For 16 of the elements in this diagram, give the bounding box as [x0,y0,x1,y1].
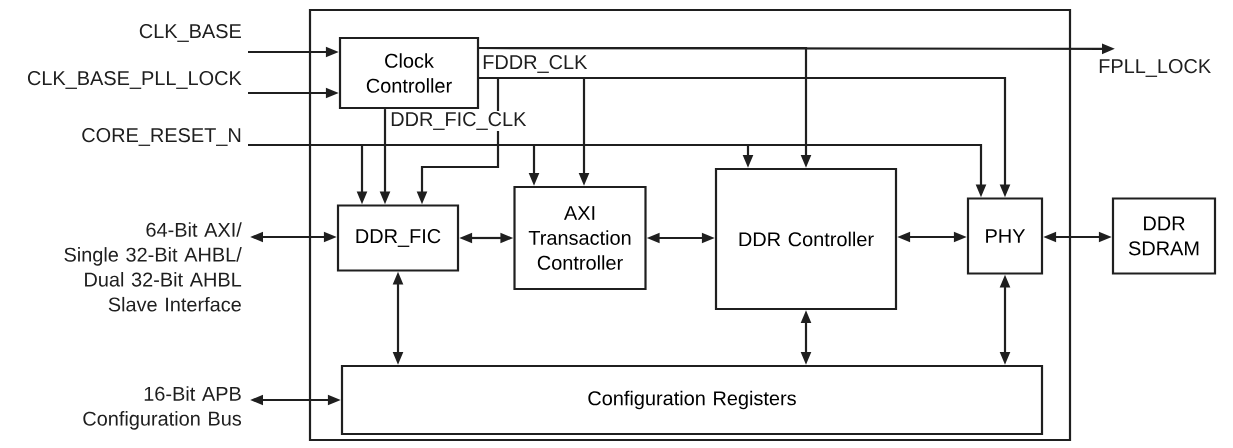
block-box: DDR Controller [714,167,898,311]
block-box: AXI Transaction Controller [513,185,647,291]
signal-label: 16-Bit APB Configuration Bus [83,386,242,430]
signal-label: FPLL_LOCK [1099,59,1211,77]
signal-label: FDDR_CLK [483,55,588,73]
block-box: DDR SDRAM [1111,197,1217,275]
outline-frame [308,8,1072,442]
signal-label: CORE_RESET_N [82,128,241,146]
signal-label: 64-Bit AXI/ Single 32-Bit AHBL/ Dual 32-Bit AHBL Slave Interface [64,222,242,312]
signal-label: CLK_BASE_PLL_LOCK [27,71,242,89]
block-box: PHY [966,197,1044,275]
block-box: Clock Controller [338,36,480,110]
block-box: Configuration Registers [340,364,1044,436]
signal-label: DDR_FIC_CLK [389,111,528,131]
signal-label: CLK_BASE [139,24,241,42]
block-box: DDR_FIC [336,204,460,272]
